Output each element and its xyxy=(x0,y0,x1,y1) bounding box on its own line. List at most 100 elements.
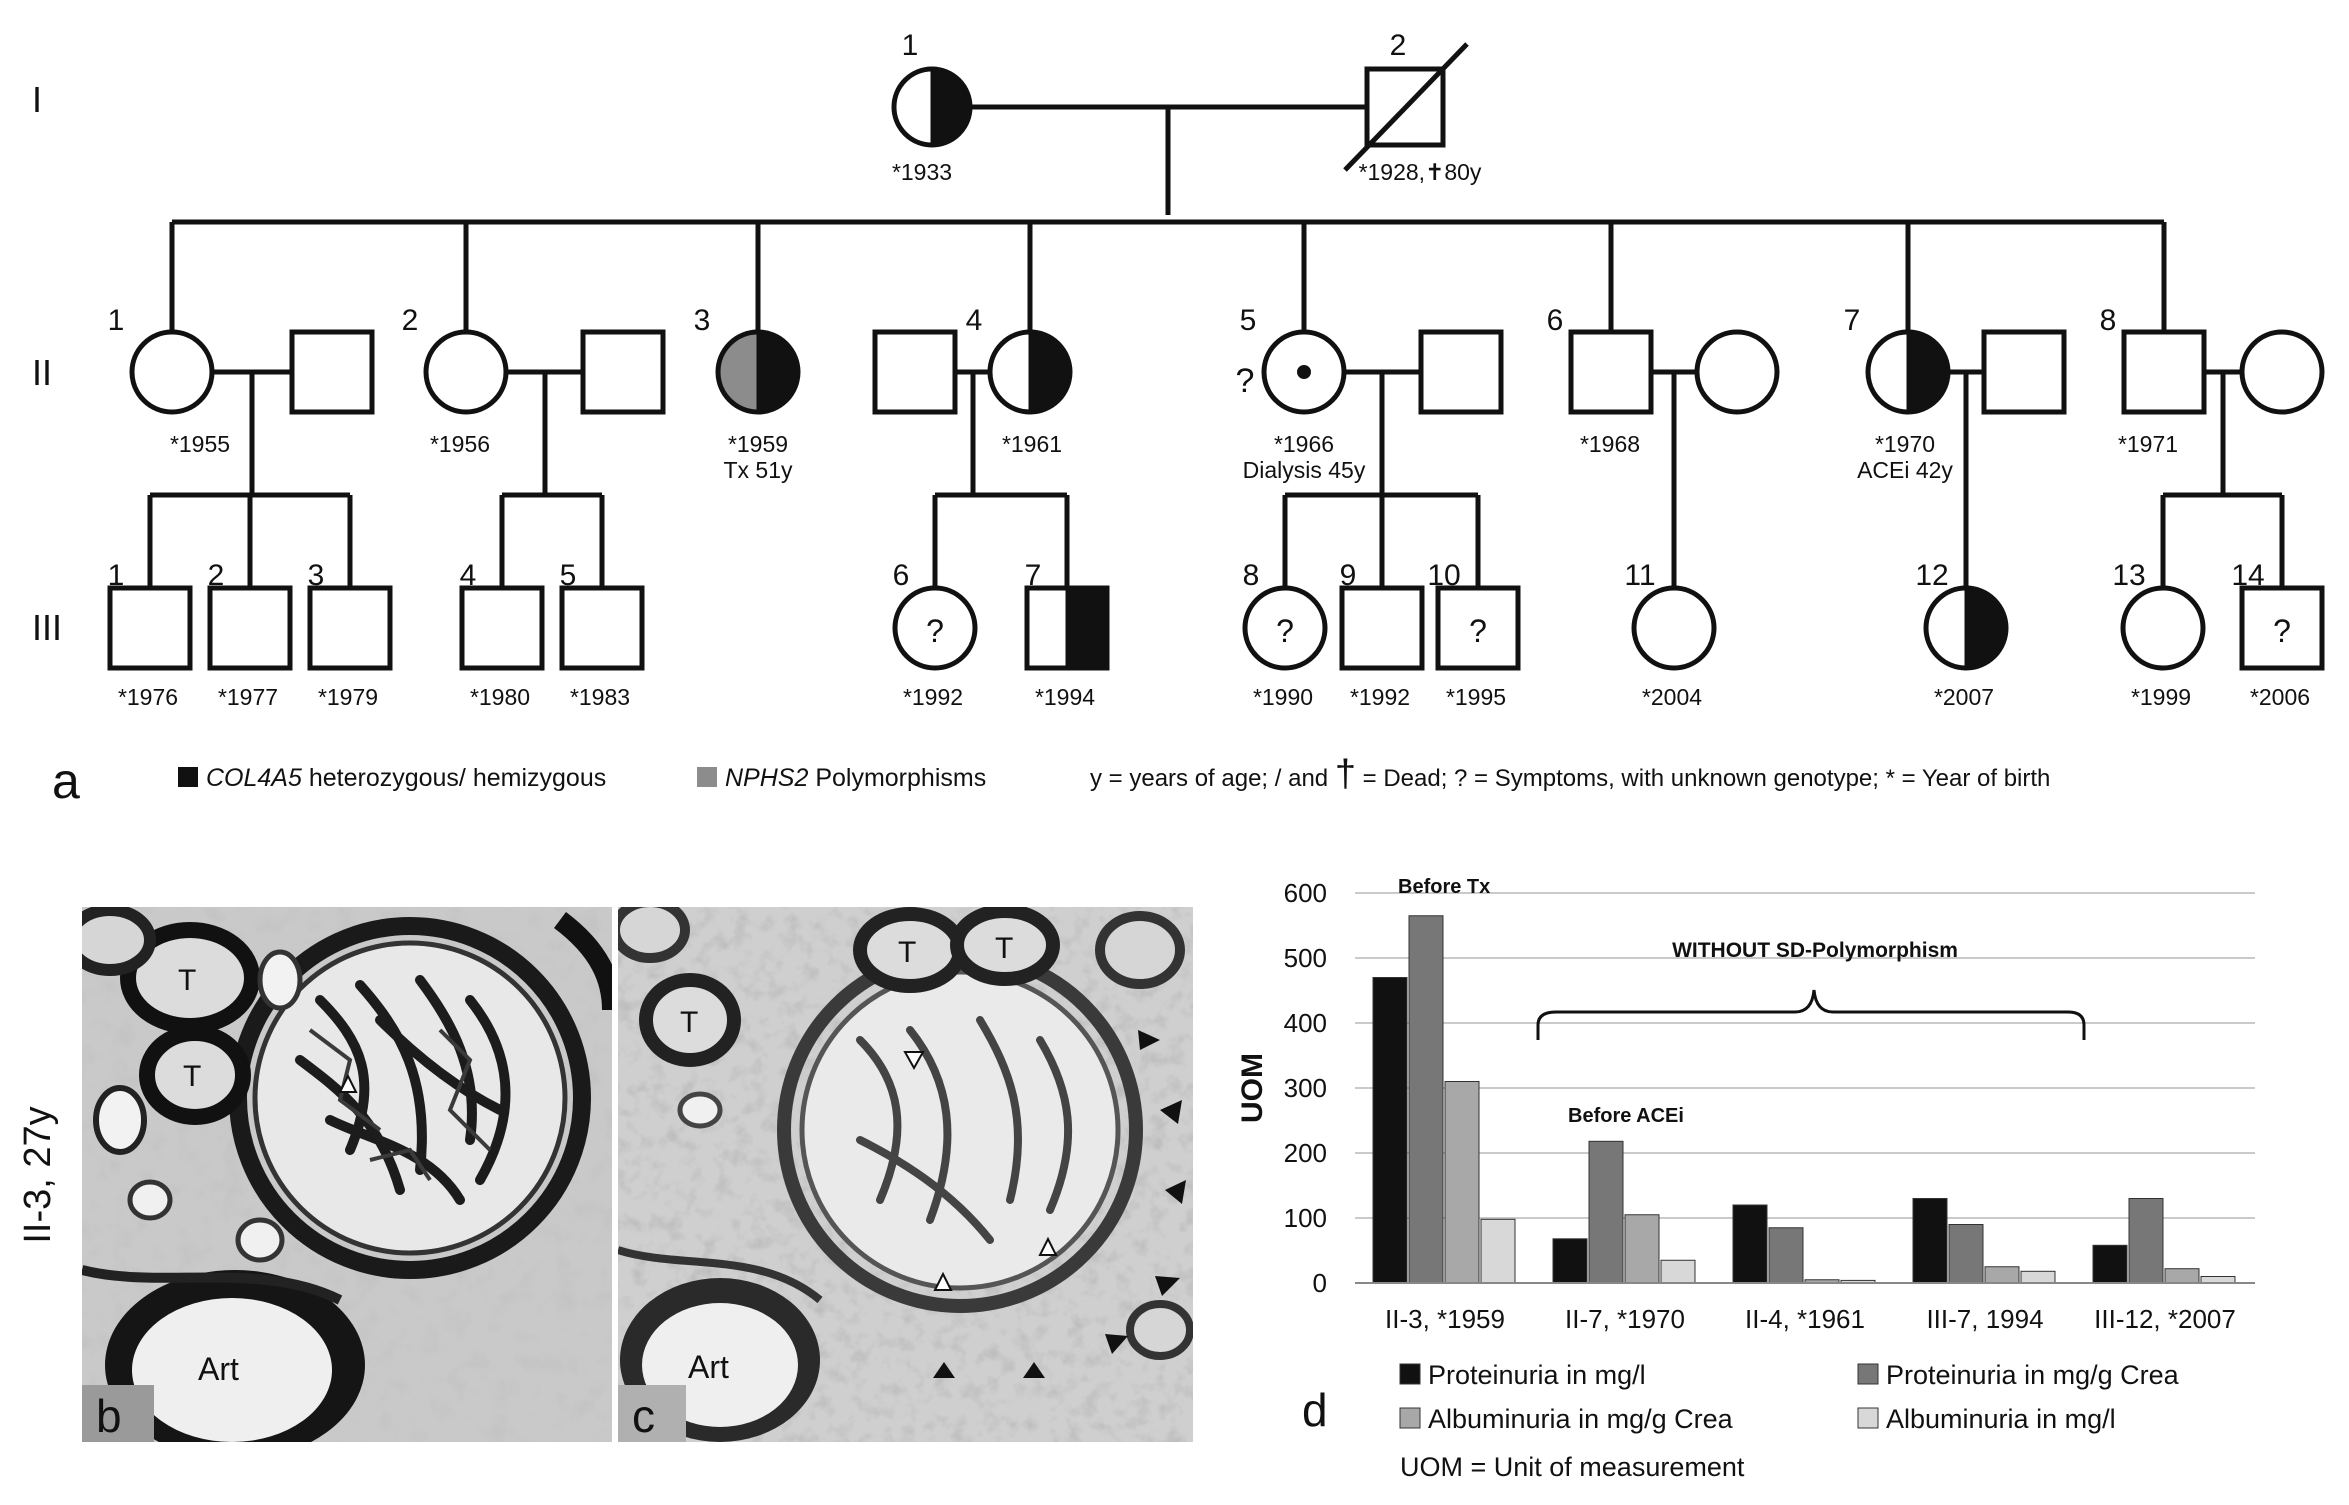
pedigree-III-8-note: *1990 xyxy=(1253,684,1313,710)
pedigree-III-14-number: 14 xyxy=(2231,559,2264,592)
pedigree-III-11-note: *2004 xyxy=(1642,684,1702,710)
micrograph-c-letter: c xyxy=(632,1390,655,1442)
pedigree-II-5-mark: ? xyxy=(1236,362,1255,400)
pedigree-II-3-number: 3 xyxy=(694,304,711,337)
pedigree-III-9-number: 9 xyxy=(1340,559,1357,592)
pedigree-III-13-note: *1999 xyxy=(2131,684,2191,710)
pedigree-II-7-note2: ACEi 42y xyxy=(1857,457,1953,483)
pedigree-III-14-note: *2006 xyxy=(2250,684,2310,710)
pedigree-II-3-note2: Tx 51y xyxy=(723,457,793,483)
chart-legend-swatch xyxy=(1399,1407,1421,1429)
pedigree-III-8-mark: ? xyxy=(1276,613,1294,649)
pedigree-III-6-note: *1992 xyxy=(903,684,963,710)
chart-legend-entry: Proteinuria in mg/g Crea xyxy=(1886,1360,2180,1390)
pedigree-III-9 xyxy=(1339,585,1425,671)
pedigree-I-1-number: 1 xyxy=(902,29,919,62)
pedigree-III-10-mark: ? xyxy=(1469,613,1487,649)
pedigree-III-3-number: 3 xyxy=(308,559,325,592)
micrograph-side-label: II-3, 27y xyxy=(17,1106,59,1243)
chart-bar xyxy=(2020,1270,2056,1284)
legend-nphs2-label: NPHS2 Polymorphisms xyxy=(725,764,986,792)
pedigree-II-5-note2: Dialysis 45y xyxy=(1243,457,1366,483)
chart-x-tick: II-7, *1970 xyxy=(1565,1304,1685,1334)
micrograph-c-label-t1: T xyxy=(898,936,916,969)
generation-label-I: I xyxy=(32,79,42,120)
pedigree-III-1-note: *1976 xyxy=(118,684,178,710)
pedigree-I-1-note: *1933 xyxy=(892,159,952,185)
pedigree-II-2-spouse xyxy=(580,329,666,415)
pedigree-lines xyxy=(147,104,2285,592)
chart-bar xyxy=(1732,1204,1768,1284)
pedigree-III-9-note: *1992 xyxy=(1350,684,1410,710)
pedigree-II-4-spouse xyxy=(872,329,958,415)
micrograph-c-label-t3: T xyxy=(680,1006,698,1039)
chart-bar xyxy=(1768,1227,1804,1284)
pedigree-III-14-mark: ? xyxy=(2273,613,2291,649)
pedigree-I-2-note: *1928,✝80y xyxy=(1359,159,1482,185)
micrograph-c-label-t2: T xyxy=(995,932,1013,965)
pedigree-III-2-note: *1977 xyxy=(218,684,278,710)
micrograph-c: c T T T Art xyxy=(618,907,1193,1442)
pedigree-II-5-note: *1966 xyxy=(1274,431,1334,457)
pedigree-III-11 xyxy=(1631,585,1717,671)
chart-y-tick: 500 xyxy=(1284,943,1327,973)
pedigree-II-6-number: 6 xyxy=(1547,304,1564,337)
pedigree-III-2 xyxy=(207,585,293,671)
pedigree-III-10 xyxy=(1435,585,1521,671)
micrograph-b-letter: b xyxy=(96,1390,122,1442)
chart-x-tick: II-3, *1959 xyxy=(1385,1304,1505,1334)
pedigree-III-4 xyxy=(459,585,545,671)
chart-y-tick: 300 xyxy=(1284,1073,1327,1103)
pedigree-II-2 xyxy=(423,329,509,415)
chart-bar xyxy=(1660,1259,1696,1284)
chart-y-tick: 200 xyxy=(1284,1138,1327,1168)
chart-annotation-before-tx: Before Tx xyxy=(1398,876,1490,898)
micrograph-b-label-t1: T xyxy=(178,964,196,997)
chart-annotation-bracket: WITHOUT SD-Polymorphism xyxy=(1672,939,1958,962)
generation-label-II: II xyxy=(32,352,52,393)
pedigree-III-12-number: 12 xyxy=(1915,559,1948,592)
pedigree-III-8 xyxy=(1242,585,1328,671)
chart-gridlines xyxy=(1355,892,2255,1219)
pedigree-II-1-spouse xyxy=(289,329,375,415)
chart-legend-entry: Albuminuria in mg/g Crea xyxy=(1428,1404,1734,1434)
pedigree-III-2-number: 2 xyxy=(208,559,225,592)
pedigree-II-5 xyxy=(1261,329,1347,415)
chart-bracket xyxy=(1536,989,2086,1040)
legend-nphs2-swatch xyxy=(697,767,717,787)
pedigree-III-5-note: *1983 xyxy=(570,684,630,710)
pedigree-III-7 xyxy=(1024,585,1110,671)
legend-col4a5-swatch xyxy=(178,767,198,787)
chart-x-tick: III-7, 1994 xyxy=(1926,1304,2043,1334)
pedigree-III-12 xyxy=(1923,585,2009,671)
pedigree-II-6 xyxy=(1568,329,1654,415)
pedigree-II-4-note: *1961 xyxy=(1002,431,1062,457)
pedigree-III-11-number: 11 xyxy=(1624,559,1655,592)
pedigree-II-5-spouse xyxy=(1418,329,1504,415)
pedigree-III-1 xyxy=(107,585,193,671)
micrograph-c-label-art: Art xyxy=(688,1349,729,1385)
chart-legend-swatch xyxy=(1399,1363,1421,1385)
pedigree-III-6 xyxy=(892,585,978,671)
chart-annotation-before-acei: Before ACEi xyxy=(1568,1105,1684,1127)
chart-bar xyxy=(1444,1081,1480,1284)
pedigree-II-6-spouse xyxy=(1694,329,1780,415)
chart-uom-note: UOM = Unit of measurement xyxy=(1400,1452,1745,1482)
pedigree-II-8 xyxy=(2121,329,2207,415)
chart-y-tick: 0 xyxy=(1313,1268,1327,1298)
pedigree-II-3-note: *1959 xyxy=(728,431,788,457)
panel-letter-d: d xyxy=(1302,1384,1328,1436)
chart-legend-entry: Proteinuria in mg/l xyxy=(1428,1360,1646,1390)
pedigree-II-4 xyxy=(987,329,1073,415)
chart-bar xyxy=(2164,1268,2200,1284)
pedigree-III-6-mark: ? xyxy=(926,613,944,649)
chart-y-tick: 600 xyxy=(1284,878,1327,908)
pedigree-II-2-number: 2 xyxy=(402,304,419,337)
pedigree-legend: a COL4A5 heterozygous/ hemizygous NPHS2 … xyxy=(52,753,2050,809)
chart-y-tick: 100 xyxy=(1284,1203,1327,1233)
chart-bars xyxy=(1372,915,2236,1284)
pedigree-III-1-number: 1 xyxy=(108,559,125,592)
